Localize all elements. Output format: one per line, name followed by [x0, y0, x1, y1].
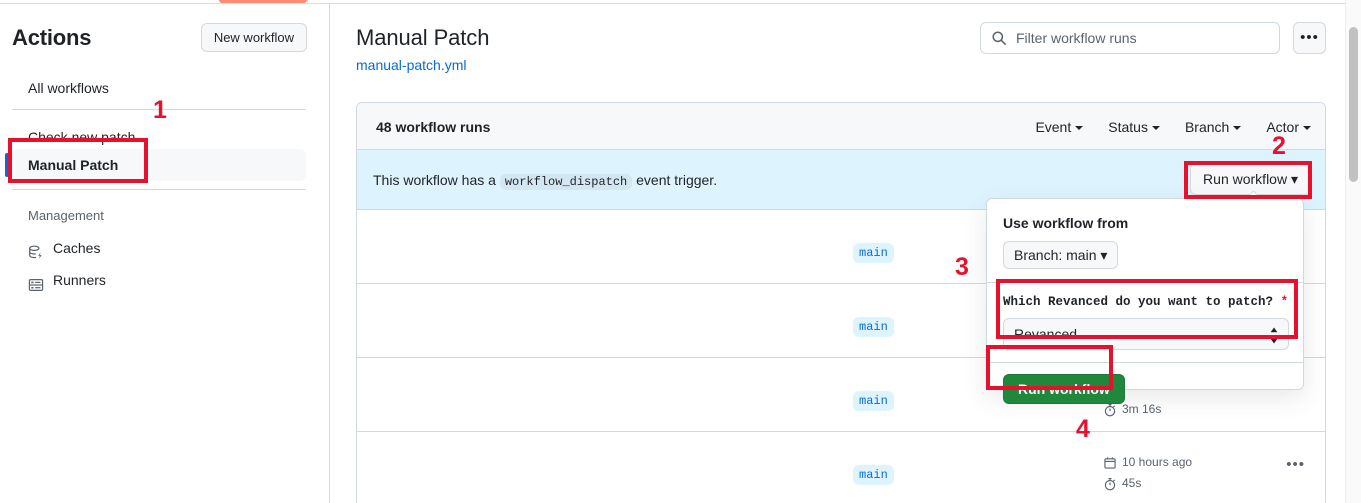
run-duration: 45s	[1103, 473, 1253, 494]
kebab-icon: •••	[1300, 29, 1319, 46]
chevron-down-icon	[1233, 126, 1242, 130]
run-duration-text: 3m 16s	[1122, 402, 1162, 416]
popover-arrow	[1246, 191, 1260, 199]
run-duration-text: 45s	[1122, 476, 1142, 490]
filter-actor[interactable]: Actor	[1266, 117, 1311, 137]
run-duration: 3m 16s	[1103, 399, 1253, 420]
page-scrollbar[interactable]	[1345, 0, 1361, 503]
workflow-runs-count: 48 workflow runs	[376, 119, 491, 135]
row-more-options-button[interactable]: •••	[1286, 456, 1305, 473]
dispatch-banner-text: This workflow has a workflow_dispatch ev…	[373, 170, 717, 192]
stopwatch-icon	[1103, 477, 1117, 491]
stopwatch-icon	[1103, 403, 1117, 417]
branch-select-label: Branch: main	[1014, 247, 1097, 263]
branch-chip[interactable]: main	[853, 243, 894, 263]
new-workflow-button[interactable]: New workflow	[200, 23, 307, 52]
page-title: Manual Patch	[356, 25, 490, 50]
cache-icon	[28, 240, 44, 259]
sidebar-item-all-workflows[interactable]: All workflows	[28, 80, 109, 96]
run-date: 10 hours ago	[1103, 452, 1253, 473]
server-icon	[28, 272, 44, 292]
sidebar-section-management: Management	[28, 208, 104, 223]
required-marker: *	[1280, 295, 1289, 309]
revanced-select[interactable]: Revanced	[1003, 318, 1289, 350]
filter-branch[interactable]: Branch	[1185, 117, 1242, 137]
revanced-select-value: Revanced	[1014, 326, 1078, 342]
run-date-text: 10 hours ago	[1122, 455, 1193, 469]
dispatch-text-before: This workflow has a	[373, 172, 496, 188]
active-tab-indicator	[219, 0, 307, 3]
workflow-dispatch-banner: This workflow has a workflow_dispatch ev…	[357, 150, 1325, 210]
runs-card-header: 48 workflow runs Event Status Branch Act…	[357, 103, 1325, 150]
branch-select-button[interactable]: Branch: main ▾	[1003, 241, 1119, 269]
scrollbar-thumb[interactable]	[1349, 27, 1358, 182]
sidebar-item-manual-patch[interactable]: Manual Patch	[5, 149, 306, 181]
sidebar-item-caches[interactable]: Caches	[12, 232, 306, 264]
sidebar-divider-2	[12, 189, 306, 190]
workflow-input-label-text: Which Revanced do you want to patch?	[1003, 295, 1274, 309]
run-workflow-dropdown-button[interactable]: Run workflow ▾	[1190, 163, 1311, 195]
run-meta: 10 hours ago 45s	[1103, 452, 1253, 494]
popover-footer: Run workflow	[987, 363, 1303, 416]
workflow-input-section: Which Revanced do you want to patch? * R…	[987, 283, 1303, 363]
branch-chip[interactable]: main	[853, 317, 894, 337]
workflow-file-link[interactable]: manual-patch.yml	[356, 57, 467, 73]
sidebar-title: Actions	[12, 25, 92, 50]
sidebar-item-runners-label: Runners	[53, 272, 106, 288]
run-meta: 3m 16s	[1103, 378, 1253, 420]
sidebar-header: Actions New workflow	[12, 22, 318, 56]
use-workflow-from-section: Use workflow from Branch: main ▾	[987, 199, 1303, 283]
filter-status[interactable]: Status	[1108, 117, 1160, 137]
run-workflow-label: Run workflow	[1203, 171, 1288, 187]
run-workflow-submit-button[interactable]: Run workflow	[1003, 374, 1125, 404]
workflow-header: Manual Patch manual-patch.yml •••	[331, 4, 1345, 98]
search-box[interactable]	[980, 22, 1280, 54]
workflow-input-label: Which Revanced do you want to patch? *	[1003, 293, 1289, 311]
workflow-runs-card: 48 workflow runs Event Status Branch Act…	[356, 102, 1326, 503]
chevron-down-icon: ▾	[1290, 171, 1298, 187]
branch-chip[interactable]: main	[853, 465, 894, 485]
sidebar-item-runners[interactable]: Runners	[12, 264, 306, 296]
use-workflow-from-label: Use workflow from	[1003, 215, 1129, 231]
dispatch-text-after: event trigger.	[636, 172, 718, 188]
runs-filters: Event Status Branch Actor	[1035, 117, 1311, 137]
chevron-down-icon	[1151, 126, 1160, 130]
search-icon	[991, 30, 1007, 46]
chevron-down-icon	[1075, 126, 1084, 130]
table-row[interactable]: main 10 hours ago	[357, 432, 1325, 503]
search-input[interactable]	[1016, 30, 1269, 46]
chevron-down-icon: ▾	[1100, 247, 1108, 263]
header-divider-vertical	[307, 0, 308, 4]
main-content: Manual Patch manual-patch.yml ••• 48 wor…	[331, 4, 1345, 503]
chevron-down-icon	[1303, 126, 1311, 130]
sidebar-divider-1	[12, 109, 306, 110]
header-divider	[0, 3, 1361, 4]
run-workflow-popover: Use workflow from Branch: main ▾ Which R…	[986, 198, 1304, 404]
sidebar-item-caches-label: Caches	[53, 240, 101, 256]
dispatch-event-code: workflow_dispatch	[499, 174, 633, 190]
branch-chip[interactable]: main	[853, 391, 894, 411]
calendar-icon	[1103, 456, 1117, 470]
select-arrows-icon	[1269, 325, 1279, 344]
more-options-button[interactable]: •••	[1293, 22, 1326, 54]
filter-event[interactable]: Event	[1035, 117, 1084, 137]
sidebar: Actions New workflow All workflows Check…	[0, 4, 330, 503]
